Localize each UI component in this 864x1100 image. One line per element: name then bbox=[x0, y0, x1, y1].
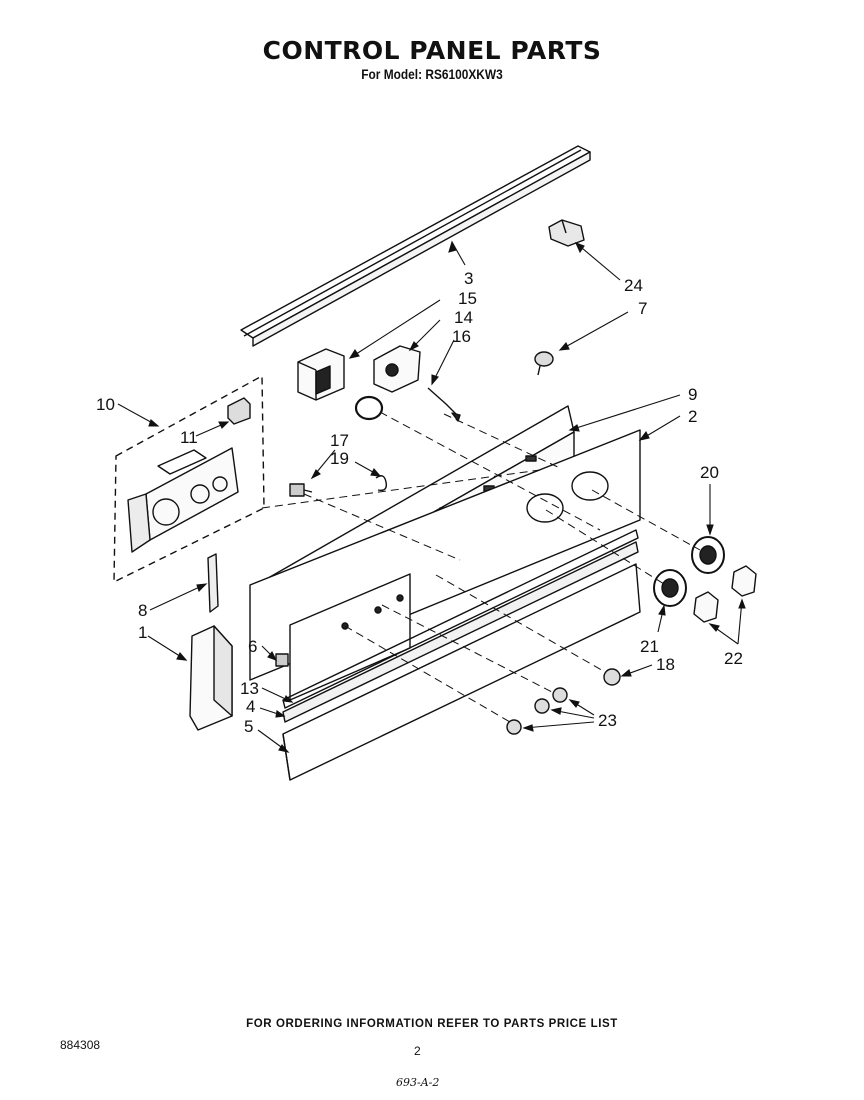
part-13-strip bbox=[282, 529, 639, 709]
callout-4: 4 bbox=[246, 697, 255, 716]
part-18-knob bbox=[603, 668, 621, 686]
callout-16: 16 bbox=[452, 327, 471, 346]
part-22-knob-left bbox=[693, 591, 719, 623]
callout-21: 21 bbox=[640, 637, 659, 656]
part-5-base bbox=[282, 563, 641, 781]
part-11-clip bbox=[227, 397, 251, 425]
part-23-knob-a bbox=[552, 687, 568, 703]
callout-23: 23 bbox=[598, 711, 617, 730]
part-23-knob-b bbox=[534, 698, 550, 714]
assembly-lines bbox=[261, 411, 701, 723]
ordering-note: FOR ORDERING INFORMATION REFER TO PARTS … bbox=[246, 1018, 618, 1030]
part-4-strip bbox=[282, 541, 639, 723]
callout-6: 6 bbox=[248, 637, 257, 656]
document-number: 884308 bbox=[60, 1038, 101, 1052]
part-23-knob-c bbox=[506, 719, 522, 735]
page-title: CONTROL PANEL PARTS bbox=[262, 36, 602, 65]
part-15-block bbox=[297, 348, 345, 401]
part-6-block bbox=[275, 653, 289, 667]
callout-17: 17 bbox=[330, 431, 349, 450]
leader-lines bbox=[117, 240, 746, 753]
callout-7: 7 bbox=[638, 299, 647, 318]
callout-10: 10 bbox=[96, 395, 115, 414]
part-7-switch bbox=[534, 351, 554, 376]
callout-20: 20 bbox=[700, 463, 719, 482]
callout-8: 8 bbox=[138, 601, 147, 620]
callout-numbers: 3 15 14 16 24 7 9 2 10 11 17 19 20 21 22… bbox=[96, 269, 743, 736]
part-2-backsplash bbox=[249, 429, 641, 701]
part-22-knob-right bbox=[731, 565, 757, 597]
callout-22: 22 bbox=[724, 649, 743, 668]
callout-5: 5 bbox=[244, 717, 253, 736]
part-10-timer-body bbox=[127, 447, 239, 553]
part-1-endcap bbox=[189, 625, 233, 731]
part-10-timer-box bbox=[113, 375, 265, 583]
callout-9: 9 bbox=[688, 385, 697, 404]
part-16-wire bbox=[354, 387, 461, 422]
callout-24: 24 bbox=[624, 276, 643, 295]
callout-3: 3 bbox=[464, 269, 473, 288]
callout-18: 18 bbox=[656, 655, 675, 674]
part-24-cap bbox=[548, 219, 585, 247]
callout-15: 15 bbox=[458, 289, 477, 308]
model-subtitle: For Model: RS6100XKW3 bbox=[361, 66, 503, 82]
callout-2: 2 bbox=[688, 407, 697, 426]
part-19-spring bbox=[375, 475, 388, 492]
part-17-screw bbox=[289, 483, 313, 497]
handwritten-code: 693-A-2 bbox=[396, 1076, 440, 1089]
callout-1: 1 bbox=[138, 623, 147, 642]
callout-14: 14 bbox=[454, 308, 473, 327]
part-20-bezel bbox=[691, 536, 725, 574]
callout-11: 11 bbox=[180, 428, 198, 447]
callout-13: 13 bbox=[240, 679, 259, 698]
part-14-motor bbox=[373, 345, 421, 393]
part-21-bezel bbox=[653, 569, 687, 607]
callout-19: 19 bbox=[330, 449, 349, 468]
part-3-trim-rail bbox=[240, 145, 591, 347]
page-number: 2 bbox=[414, 1044, 421, 1058]
part-8-bracket bbox=[207, 553, 219, 613]
